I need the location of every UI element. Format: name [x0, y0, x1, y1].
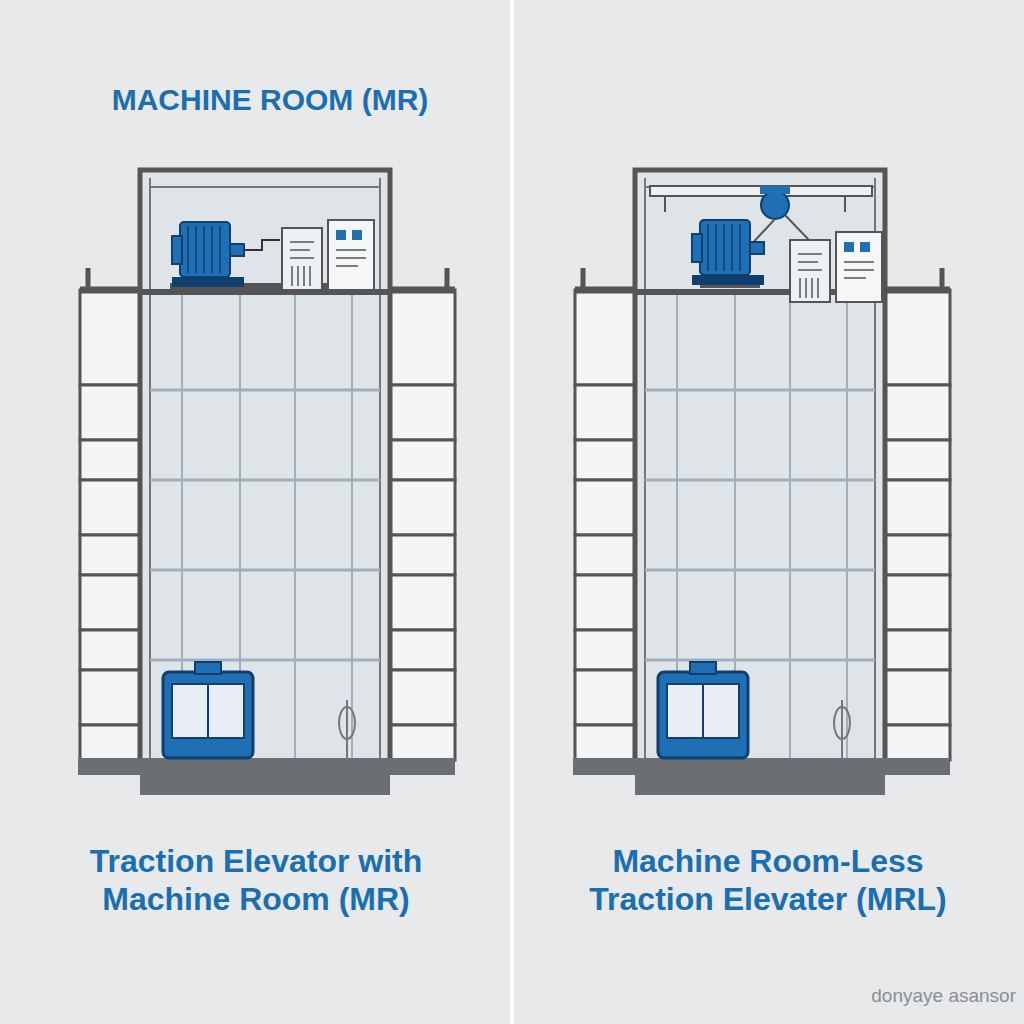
- caption-text: Machine Room-Less Traction Elevater (MRL…: [558, 842, 978, 919]
- caption-text: Traction Elevator with Machine Room (MR): [56, 842, 456, 919]
- watermark: donyaye asansor: [790, 985, 1016, 1008]
- panel-heading: MACHINE ROOM (MR): [60, 82, 480, 118]
